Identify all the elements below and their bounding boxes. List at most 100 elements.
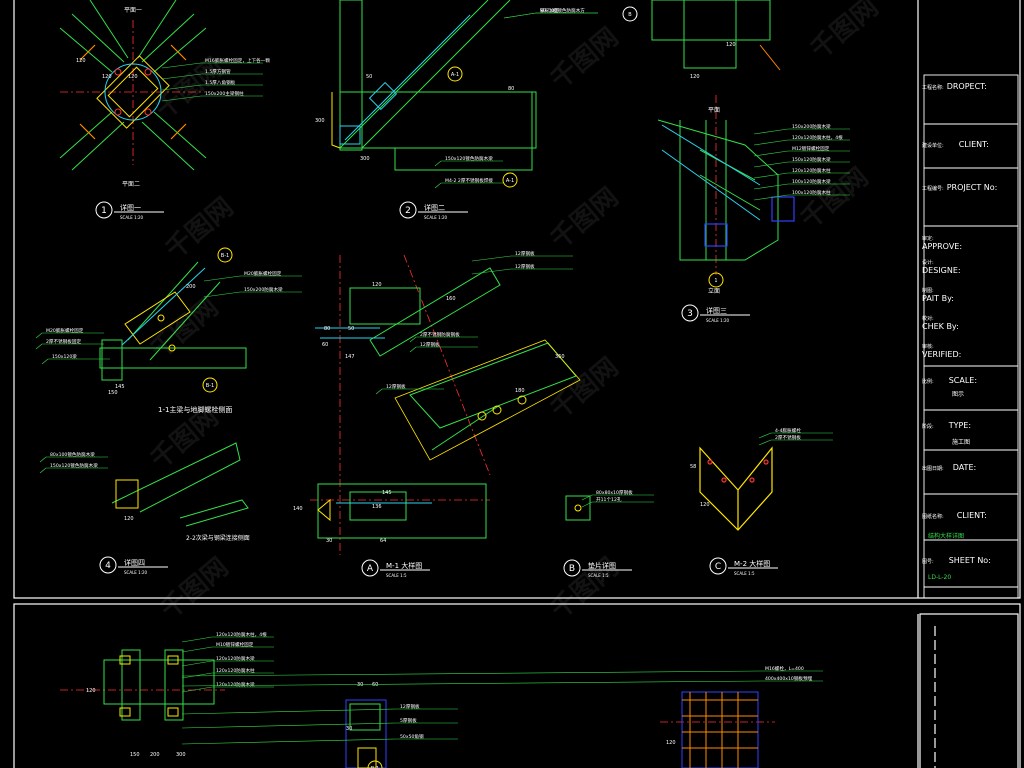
titleblock-label-en: DESIGNE: xyxy=(922,266,961,275)
callout-text: 开11个12孔 xyxy=(596,496,622,503)
callout-text: 120x120防腐木柱 xyxy=(792,167,831,174)
dimension-value: 58 xyxy=(690,464,696,470)
callout-text: 1.5厚八角钢板 xyxy=(205,79,236,86)
section-marker xyxy=(217,247,233,263)
callout-leader xyxy=(203,275,241,282)
titleblock-label-en: VERIFIED: xyxy=(922,350,962,359)
dimension-value: 147 xyxy=(345,354,355,360)
titleblock-row-approve[interactable]: 审定:APPROVE: xyxy=(922,233,1018,251)
titleblock-row-date[interactable]: 出图日期:DATE: xyxy=(922,463,1018,472)
detail-3 xyxy=(651,0,795,261)
callout-leader xyxy=(753,194,789,201)
detail-scale: SCALE 1:20 xyxy=(706,318,730,323)
callout-leader xyxy=(181,670,762,677)
dimension-value: 180 xyxy=(515,388,525,394)
callout-text: 80x100镀色防腐木梁 xyxy=(50,451,95,458)
titleblock-row-designe[interactable]: 设计:DESIGNE: xyxy=(922,257,1018,275)
titleblock-label-cn: 图纸名称: xyxy=(922,514,944,520)
titleblock-row-scale[interactable]: 比例:SCALE: xyxy=(922,376,1018,385)
callout-leader xyxy=(753,172,789,179)
callout-text: 150x120防腐木梁 xyxy=(792,156,831,163)
dimension-value: 120 xyxy=(666,740,676,746)
titleblock-row-verified[interactable]: 审核:VERIFIED: xyxy=(922,341,1018,359)
titleblock-label-cn: 图号: xyxy=(922,559,934,565)
callout-leader xyxy=(434,182,442,189)
section-marker xyxy=(447,66,463,82)
detail-title: 详图三 xyxy=(706,306,727,315)
callout-text: 2厚不锈钢板固定 xyxy=(46,338,81,345)
dimension-value: 300 xyxy=(360,156,370,162)
section-marker xyxy=(708,272,724,288)
detail-A-sloped xyxy=(315,267,581,461)
callout-leader xyxy=(471,255,512,262)
titleblock-label-en: SCALE: xyxy=(948,376,978,385)
titleblock-row-project-no[interactable]: 工程编号:PROJECT No: xyxy=(922,183,1018,192)
callout-text: 150x200主梁钢柱 xyxy=(205,90,244,97)
callout-text: 12厚钢板 xyxy=(400,703,420,710)
callout-text: M16膨胀螺栓固定，上下各一颗 xyxy=(205,57,270,64)
dimension-value: 120 xyxy=(726,42,736,48)
section-marker-label: A-1 xyxy=(451,72,459,78)
callout-text: M20膨胀螺栓固定 xyxy=(244,270,282,277)
titleblock-row-chek-by[interactable]: 校对:CHEK By: xyxy=(922,313,1018,331)
section-marker-label: 1 xyxy=(714,278,717,284)
callout-text: 100x120防腐木柱 xyxy=(792,189,831,196)
callout-text: 120x120防腐木柱 xyxy=(216,667,255,674)
titleblock-row-sheet-no[interactable]: 图号:SHEET No: xyxy=(922,556,1018,565)
section-marker xyxy=(367,760,383,768)
detail-marker-circle xyxy=(563,559,581,577)
callout-leader xyxy=(753,139,789,146)
detail-marker-circle xyxy=(99,556,117,574)
callout-text: 1.5厚方钢管 xyxy=(205,68,231,75)
detail-scale: SCALE 1:5 xyxy=(588,573,609,578)
sheet-border xyxy=(13,0,1021,768)
detail-M1-plan xyxy=(317,483,487,539)
titleblock-label-en: DATE: xyxy=(952,463,977,472)
titleblock-label-en: APPROVE: xyxy=(922,242,963,251)
callout-text: M20膨胀螺栓固定 xyxy=(46,327,84,334)
detail-marker-circle xyxy=(709,557,727,575)
callout-text: 12厚钢板 xyxy=(386,383,406,390)
callout-leader xyxy=(753,150,789,157)
callout-leader xyxy=(409,346,417,353)
callout-text: 120x120防腐木柱，4根 xyxy=(216,631,267,638)
titleblock-row-pait-by[interactable]: 制图:PAIT By: xyxy=(922,285,1018,303)
dimension-value: 120 xyxy=(124,516,134,522)
callout-leader xyxy=(161,84,202,91)
detail-marker-number: 3 xyxy=(687,309,693,319)
dimension-value: 120 xyxy=(86,688,96,694)
watermark-text: 千图网 xyxy=(545,552,624,625)
watermark-text: 千图网 xyxy=(150,52,229,125)
dimension-value: 60 xyxy=(372,682,378,688)
dimension-value: 120 xyxy=(76,58,86,64)
section-title: 2-2次梁与钢梁连接侧面 xyxy=(186,534,250,542)
detail-title: 详图一 xyxy=(120,203,141,212)
titleblock-label-en: CLIENT: xyxy=(958,140,989,149)
callout-leader xyxy=(181,636,213,643)
callout-text: 2厚不锈钢防腐钢板 xyxy=(420,331,460,338)
titleblock-value-type: 施工图 xyxy=(952,439,971,446)
section-marker-label: A-1 xyxy=(506,178,514,184)
titleblock-row-type[interactable]: 阶段:TYPE: xyxy=(922,421,1018,430)
titleblock-row-project[interactable]: 工程名称:DROPECT: xyxy=(922,82,1018,91)
detail-marker-number: B xyxy=(569,564,575,574)
dimension-value: 160 xyxy=(446,296,456,302)
dimension-value: 60 xyxy=(322,342,328,348)
titleblock-row-client[interactable]: 建设单位:CLIENT: xyxy=(922,140,1018,149)
titleblock-label-cn: 设计: xyxy=(922,260,934,266)
titleblock-label-en: PAIT By: xyxy=(922,294,954,303)
callout-text: 80x80x10厚钢板 xyxy=(596,489,633,496)
callout-leader xyxy=(503,12,537,19)
callout-text: 120x120防腐木梁 xyxy=(216,655,255,662)
callout-text: M12镀锌螺栓固定 xyxy=(792,145,830,152)
dimension-value: 50 xyxy=(348,326,354,332)
titleblock-label-en: PROJECT No: xyxy=(946,183,998,192)
titleblock-row-drawing-name[interactable]: 图纸名称:CLIENT: xyxy=(922,511,1018,520)
callout-leader xyxy=(753,128,789,135)
callout-leader xyxy=(181,708,397,715)
callout-text: 5厚钢板 xyxy=(400,717,417,724)
callout-leader xyxy=(161,73,202,80)
